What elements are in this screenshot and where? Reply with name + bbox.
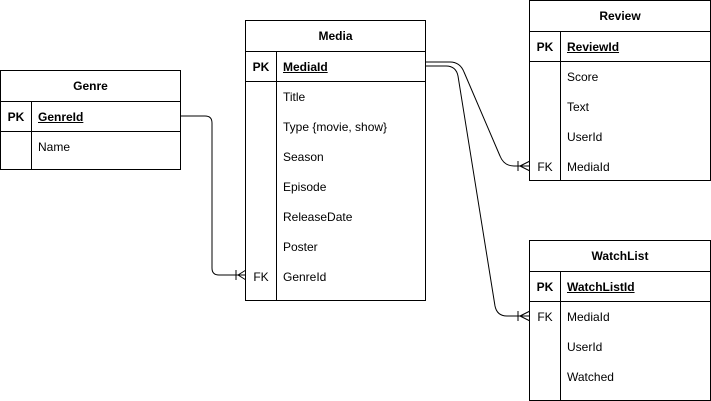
attribute-row: Type {movie, show} xyxy=(246,112,425,142)
connector-genre-media xyxy=(180,115,246,276)
attribute-name: UserId xyxy=(567,130,603,144)
entity-review[interactable]: Review PK ReviewId Score Text UserId FK … xyxy=(529,0,711,181)
key-label xyxy=(246,112,276,142)
key-label xyxy=(530,122,560,152)
attribute-name: Title xyxy=(283,90,306,104)
pk-label: PK xyxy=(7,110,25,124)
entity-media-title: Media xyxy=(246,21,425,52)
pk-field-genreid: GenreId xyxy=(38,110,84,124)
attribute-row: Text xyxy=(530,92,710,122)
key-column-divider xyxy=(276,51,277,300)
pk-label: PK xyxy=(252,60,270,74)
entity-watchlist-title: WatchList xyxy=(530,241,710,272)
pk-field-watchlistid: WatchListId xyxy=(567,280,635,294)
fk-field-mediaid: MediaId xyxy=(567,310,610,324)
pk-field-mediaid: MediaId xyxy=(283,60,328,74)
crowfoot-genre-media xyxy=(235,269,247,281)
attribute-name: Text xyxy=(567,100,590,114)
entity-watchlist[interactable]: WatchList PK WatchListId FK MediaId User… xyxy=(529,240,711,401)
attribute-name: Poster xyxy=(283,240,318,254)
key-column-divider xyxy=(560,271,561,400)
fk-label: FK xyxy=(253,270,269,284)
fk-label: FK xyxy=(537,310,553,324)
crowfoot-media-watchlist xyxy=(517,310,531,322)
attribute-name: UserId xyxy=(567,340,603,354)
attribute-row: Score xyxy=(530,62,710,92)
attribute-row: Watched xyxy=(530,362,710,392)
entity-genre-title: Genre xyxy=(1,71,180,102)
attribute-name: Watched xyxy=(567,370,614,384)
attribute-row-fk: FK MediaId xyxy=(530,302,710,332)
attribute-row: Poster xyxy=(246,232,425,262)
fk-field-genreid: GenreId xyxy=(283,270,327,284)
key-label xyxy=(246,82,276,112)
key-label xyxy=(246,142,276,172)
key-label xyxy=(530,62,560,92)
attribute-row-fk: FK GenreId xyxy=(246,262,425,292)
attribute-row: Title xyxy=(246,82,425,112)
attribute-name: Season xyxy=(283,150,324,164)
attribute-row: UserId xyxy=(530,122,710,152)
fk-label: FK xyxy=(537,160,553,174)
key-label xyxy=(1,132,31,162)
entity-review-pk-row: PK ReviewId xyxy=(530,32,710,62)
key-label xyxy=(530,92,560,122)
key-column-divider xyxy=(31,101,32,169)
attribute-name: ReleaseDate xyxy=(283,210,353,224)
attribute-name: Episode xyxy=(283,180,327,194)
entity-media-pk-row: PK MediaId xyxy=(246,52,425,82)
attribute-name: Type {movie, show} xyxy=(283,120,388,134)
pk-label: PK xyxy=(536,280,554,294)
attribute-row: Season xyxy=(246,142,425,172)
key-column-divider xyxy=(560,31,561,180)
pk-label: PK xyxy=(536,40,554,54)
entity-review-title: Review xyxy=(530,1,710,32)
attribute-row: ReleaseDate xyxy=(246,202,425,232)
entity-watchlist-pk-row: PK WatchListId xyxy=(530,272,710,302)
entity-genre[interactable]: Genre PK GenreId Name xyxy=(0,70,181,170)
attribute-row: Name xyxy=(1,132,180,162)
key-label xyxy=(246,202,276,232)
connector-media-review xyxy=(426,61,530,167)
attribute-row-fk: FK MediaId xyxy=(530,152,710,182)
fk-field-mediaid: MediaId xyxy=(567,160,610,174)
attribute-row: UserId xyxy=(530,332,710,362)
key-label xyxy=(530,332,560,362)
connector-media-watchlist xyxy=(426,65,530,317)
key-label xyxy=(246,172,276,202)
key-label xyxy=(246,232,276,262)
crowfoot-media-review xyxy=(517,160,531,172)
pk-field-reviewid: ReviewId xyxy=(567,40,620,54)
key-label xyxy=(530,362,560,392)
attribute-row: Episode xyxy=(246,172,425,202)
attribute-name: Score xyxy=(567,70,599,84)
entity-genre-pk-row: PK GenreId xyxy=(1,102,180,132)
attribute-name: Name xyxy=(38,140,71,154)
entity-media[interactable]: Media PK MediaId Title Type {movie, show… xyxy=(245,20,426,301)
